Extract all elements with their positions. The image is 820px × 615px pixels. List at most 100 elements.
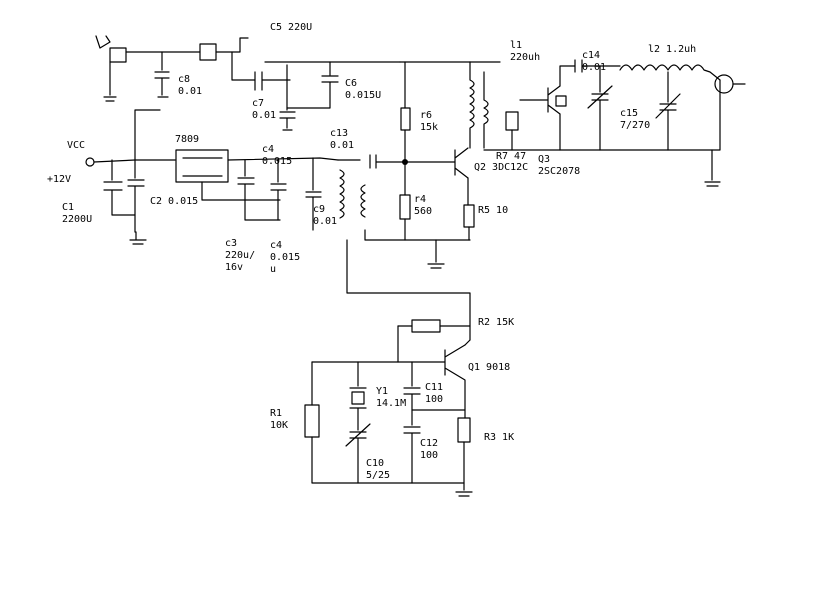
label-c12-value: 100	[420, 450, 438, 461]
component-labels: VCC +12V C1 2200U C2 0.015 7809 c3 220u/…	[47, 22, 696, 481]
switch-module	[199, 43, 217, 61]
label-c15-value: 7/270	[620, 120, 650, 131]
l2-inductor	[619, 64, 721, 81]
label-q1: Q1 9018	[468, 362, 510, 373]
c3-capacitor	[237, 159, 281, 221]
r2-resistor	[411, 319, 441, 333]
label-r7: R7 47	[496, 151, 526, 162]
q3-ground-rail	[483, 79, 721, 151]
r4-resistor	[399, 194, 411, 220]
c5-capacitor	[254, 71, 291, 91]
label-c4-bottom-value-2: u	[270, 264, 276, 275]
l1-secondary	[469, 61, 501, 149]
label-c11-value: 100	[425, 394, 443, 405]
label-r1-value: 10K	[270, 420, 288, 431]
top-left-section	[95, 35, 401, 131]
c9-capacitor	[305, 157, 322, 231]
label-c6: C6	[345, 78, 357, 89]
label-r1: R1	[270, 408, 282, 419]
label-r4: r4	[414, 194, 426, 205]
label-c9-value: 0.01	[313, 216, 337, 227]
regulator-7809	[175, 149, 229, 183]
label-c11: C11	[425, 382, 443, 393]
power-supply-section	[85, 109, 339, 245]
label-l1: l1	[510, 40, 522, 51]
c15-variable-capacitor-b	[655, 71, 681, 151]
c14-capacitor	[574, 59, 621, 73]
r5-resistor	[463, 204, 475, 228]
label-c1: C1	[62, 202, 74, 213]
reg-ground-wire	[201, 181, 281, 201]
c2-capacitor	[127, 159, 147, 245]
label-l1-value: 220uh	[510, 52, 540, 63]
module-wire	[215, 37, 249, 53]
label-c7: c7	[252, 98, 264, 109]
label-c10: C10	[366, 458, 384, 469]
label-y1-value: 14.1M	[376, 398, 406, 409]
label-r3: R3 1K	[484, 432, 514, 443]
label-c3-value-1: 220u/	[225, 250, 255, 261]
label-c4-bottom-value-1: 0.015	[270, 252, 300, 263]
vcc-up-wire	[134, 109, 161, 161]
c11-c12-capacitors	[403, 361, 421, 484]
label-c9: c9	[313, 204, 325, 215]
q3-transistor	[519, 85, 561, 115]
q1-oscillator-stage	[304, 239, 473, 497]
label-c4-bottom: c4	[270, 240, 282, 251]
q3-package	[555, 95, 567, 107]
c8-capacitor	[154, 51, 170, 98]
label-c8-value: 0.01	[178, 86, 202, 97]
c5-lead	[231, 51, 256, 81]
label-l2: l2 1.2uh	[648, 44, 696, 55]
y1-crystal	[351, 391, 365, 405]
key-symbol	[95, 35, 111, 49]
c13-capacitor	[337, 154, 406, 169]
label-c3-value-2: 16v	[225, 262, 243, 273]
label-c4-top-value: 0.015	[262, 156, 292, 167]
label-c6-value: 0.015U	[345, 90, 381, 101]
r3-resistor	[457, 417, 471, 443]
label-r4-value: 560	[414, 206, 432, 217]
label-c13-value: 0.01	[330, 140, 354, 151]
coupling-coil-primary	[339, 169, 345, 219]
label-r6-value: 15k	[420, 122, 438, 133]
rf-output-terminal	[714, 74, 734, 94]
q1-collector-wire	[464, 339, 471, 346]
label-q3: Q3	[538, 154, 550, 165]
label-c13: c13	[330, 128, 348, 139]
r3-ground	[455, 441, 473, 497]
key-box	[109, 47, 127, 63]
y1-crystal-leads	[349, 361, 367, 431]
label-c2: C2 0.015	[150, 196, 198, 207]
c6-capacitor	[286, 61, 339, 109]
label-c8: c8	[178, 74, 190, 85]
label-c12: C12	[420, 438, 438, 449]
l1-inductor	[469, 61, 475, 149]
label-c5: C5 220U	[270, 22, 312, 33]
oscillator-feed-wire	[346, 239, 471, 341]
key-ground	[103, 61, 117, 102]
label-y1: Y1	[376, 386, 388, 397]
q3-final-stage	[469, 59, 746, 187]
label-c3: c3	[225, 238, 237, 249]
label-q2: Q2 3DC12C	[474, 162, 528, 173]
r6-resistor	[400, 107, 411, 131]
regulator-body-detail	[182, 157, 223, 177]
label-c14: c14	[582, 50, 600, 61]
c7-capacitor	[279, 64, 296, 131]
label-c15: c15	[620, 108, 638, 119]
label-c4-top: c4	[262, 144, 274, 155]
r7-resistor	[505, 111, 519, 131]
c10-variable-capacitor	[345, 423, 371, 484]
q2-transistor	[404, 147, 469, 179]
label-c1-value: 2200U	[62, 214, 92, 225]
oscillator-ground-rail	[311, 436, 465, 484]
q2-ground-rail	[364, 229, 471, 241]
label-vcc: VCC	[67, 140, 85, 151]
label-r6: r6	[420, 110, 432, 121]
vcc-terminal	[85, 157, 95, 167]
q2-ground-symbol	[427, 239, 445, 269]
label-7809: 7809	[175, 134, 199, 145]
r1-resistor	[304, 404, 320, 438]
